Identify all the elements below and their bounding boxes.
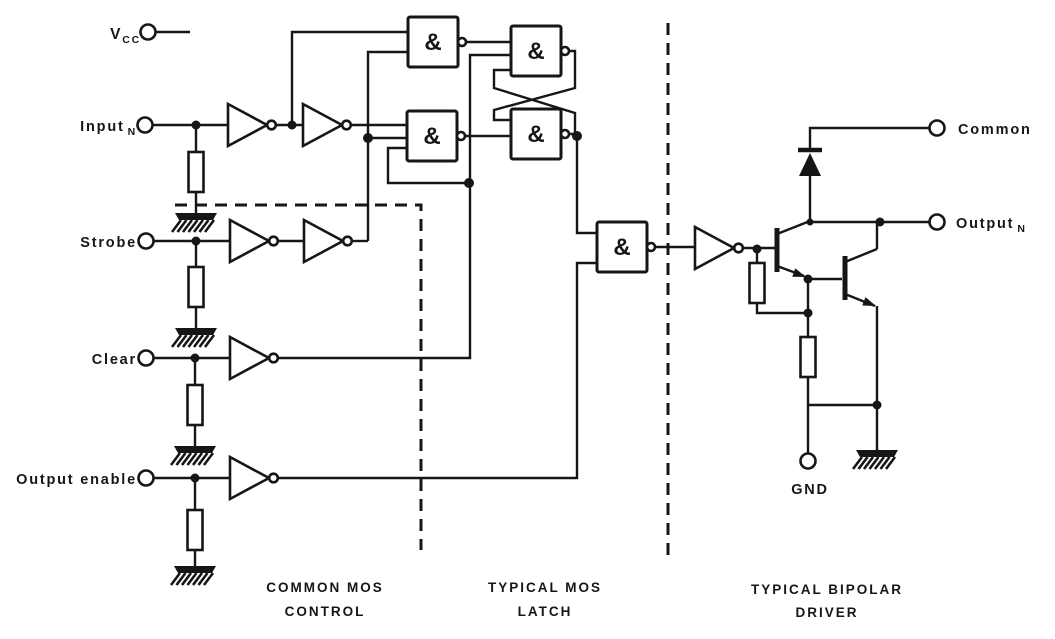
inverter-output-enable	[228, 455, 280, 501]
wire-latchq-gate5	[575, 136, 597, 235]
wire-strobe-rail	[366, 50, 408, 241]
input-terminal	[136, 116, 154, 134]
transistor-1-collector	[776, 219, 811, 236]
output-enable-terminal	[137, 469, 155, 487]
strobe-label: Strobe	[80, 235, 137, 251]
strobe-terminal	[137, 232, 155, 250]
and-symbol: &	[423, 123, 440, 150]
resistor-emitter-bias	[799, 335, 817, 379]
inverter-driver	[693, 225, 745, 271]
inverter-strobe-2	[302, 218, 354, 264]
junction-dots	[190, 120, 885, 483]
terminals	[136, 23, 946, 487]
and-symbol: &	[527, 38, 544, 65]
divider-control-latch	[175, 203, 423, 550]
grounds	[169, 211, 900, 587]
transistor-2-collector	[844, 247, 878, 264]
resistor-clear-pulldown	[186, 383, 204, 427]
ground-symbol-driver	[851, 448, 900, 471]
inverters	[226, 102, 745, 501]
vcc-label: VCC	[110, 26, 141, 46]
diode-triangle-icon	[799, 153, 821, 176]
wire-clear-rail	[278, 53, 511, 360]
wire-diode-common	[808, 126, 929, 221]
gnd-terminal	[799, 452, 817, 470]
section-latch-line1: TYPICAL MOS	[488, 580, 602, 595]
inverter-input-2	[301, 102, 353, 148]
and-symbol: &	[613, 234, 630, 261]
nand-gates: & & & & &	[405, 15, 657, 274]
wire-oe-to-gate5	[278, 261, 597, 480]
transistor-2	[842, 247, 878, 308]
and-symbol: &	[424, 29, 441, 56]
common-label: Common	[958, 122, 1032, 138]
ground-symbol-input	[170, 211, 219, 234]
resistors	[186, 150, 817, 552]
resistor-base-bias	[748, 261, 766, 305]
wire-clear-hook-gate2	[386, 146, 469, 185]
inverter-input-1	[226, 102, 278, 148]
vcc-terminal	[139, 23, 157, 41]
inverter-clear	[228, 335, 280, 381]
section-captions: COMMON MOS CONTROL TYPICAL MOS LATCH TYP…	[266, 580, 903, 620]
resistor-oe-pulldown	[186, 508, 204, 552]
section-driver-line2: DRIVER	[795, 605, 858, 620]
ground-symbol-strobe	[170, 326, 219, 349]
inverter-strobe-1	[228, 218, 280, 264]
section-dividers	[175, 23, 670, 558]
ground-symbol-oe	[169, 564, 218, 587]
section-control-line1: COMMON MOS	[266, 580, 384, 595]
clear-terminal	[137, 349, 155, 367]
wire-to-gate1-upper	[290, 30, 408, 125]
section-driver-line1: TYPICAL BIPOLAR	[751, 582, 903, 597]
gnd-label: GND	[791, 482, 829, 498]
emitter-arrow-icon	[862, 297, 876, 306]
emitter-arrow-icon	[792, 268, 806, 277]
and-symbol: &	[527, 121, 544, 148]
resistor-input-pulldown	[187, 150, 205, 194]
section-control-line2: CONTROL	[285, 604, 366, 619]
resistor-strobe-pulldown	[187, 265, 205, 309]
section-latch-line2: LATCH	[518, 604, 573, 619]
ground-symbol-clear	[169, 444, 218, 467]
output-terminal	[928, 213, 946, 231]
common-terminal	[928, 119, 946, 137]
wire-gate3-cross-gate4	[492, 49, 577, 122]
clear-label: Clear	[92, 352, 137, 368]
bipolar-driver	[774, 147, 878, 308]
transistor-1	[774, 219, 811, 278]
clamp-diode	[798, 147, 822, 176]
output-enable-label: Output enable	[16, 472, 137, 488]
